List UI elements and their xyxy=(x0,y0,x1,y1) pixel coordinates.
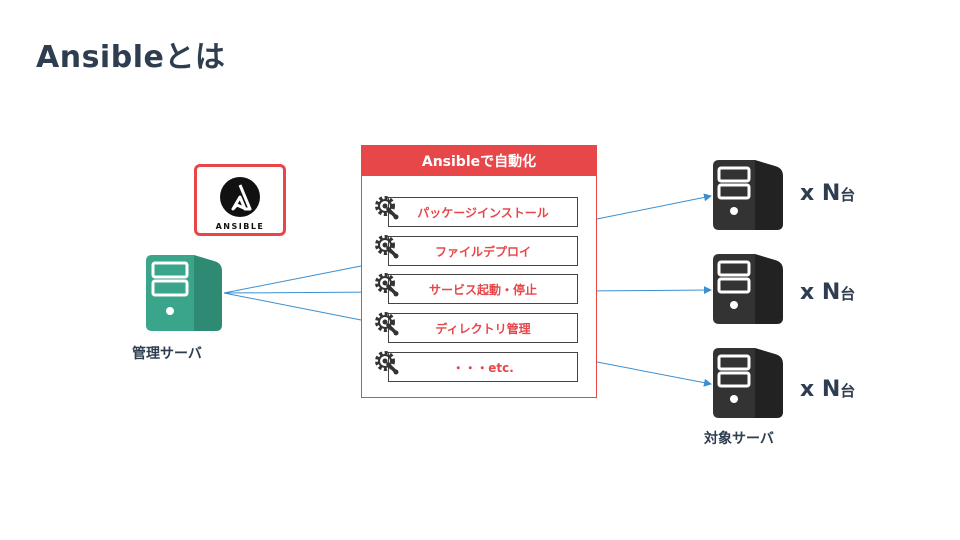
target-count-2: x N台 xyxy=(800,280,856,305)
task-directory-management: ディレクトリ管理 xyxy=(388,313,578,343)
gear-wrench-icon xyxy=(375,312,399,336)
ansible-logo-text: ANSIBLE xyxy=(215,222,265,231)
line-manager-bottom xyxy=(223,292,362,321)
target-count-3: x N台 xyxy=(800,377,856,402)
gear-wrench-icon xyxy=(375,235,399,259)
gear-wrench-icon xyxy=(375,351,399,375)
panel-header: Ansibleで自動化 xyxy=(361,145,597,176)
arrow-to-target-1 xyxy=(596,193,712,220)
line-manager-mid xyxy=(223,291,389,294)
task-etc: ・・・etc. xyxy=(388,352,578,382)
target-label: 対象サーバ xyxy=(704,431,774,447)
arrow-to-target-3 xyxy=(596,361,712,387)
target-server-icon-3 xyxy=(713,348,783,418)
gear-wrench-icon xyxy=(375,196,399,220)
target-server-icon-1 xyxy=(713,160,783,230)
ansible-logo-icon xyxy=(220,177,260,217)
task-service-control: サービス起動・停止 xyxy=(388,274,578,304)
manager-label: 管理サーバ xyxy=(132,346,202,362)
ansible-logo: ANSIBLE xyxy=(194,164,286,236)
target-server-icon-2 xyxy=(713,254,783,324)
arrow-to-target-2 xyxy=(577,286,712,295)
target-count-1: x N台 xyxy=(800,181,856,206)
page-title: Ansibleとは xyxy=(36,40,226,75)
gear-wrench-icon xyxy=(375,273,399,297)
line-manager-top xyxy=(223,265,362,294)
